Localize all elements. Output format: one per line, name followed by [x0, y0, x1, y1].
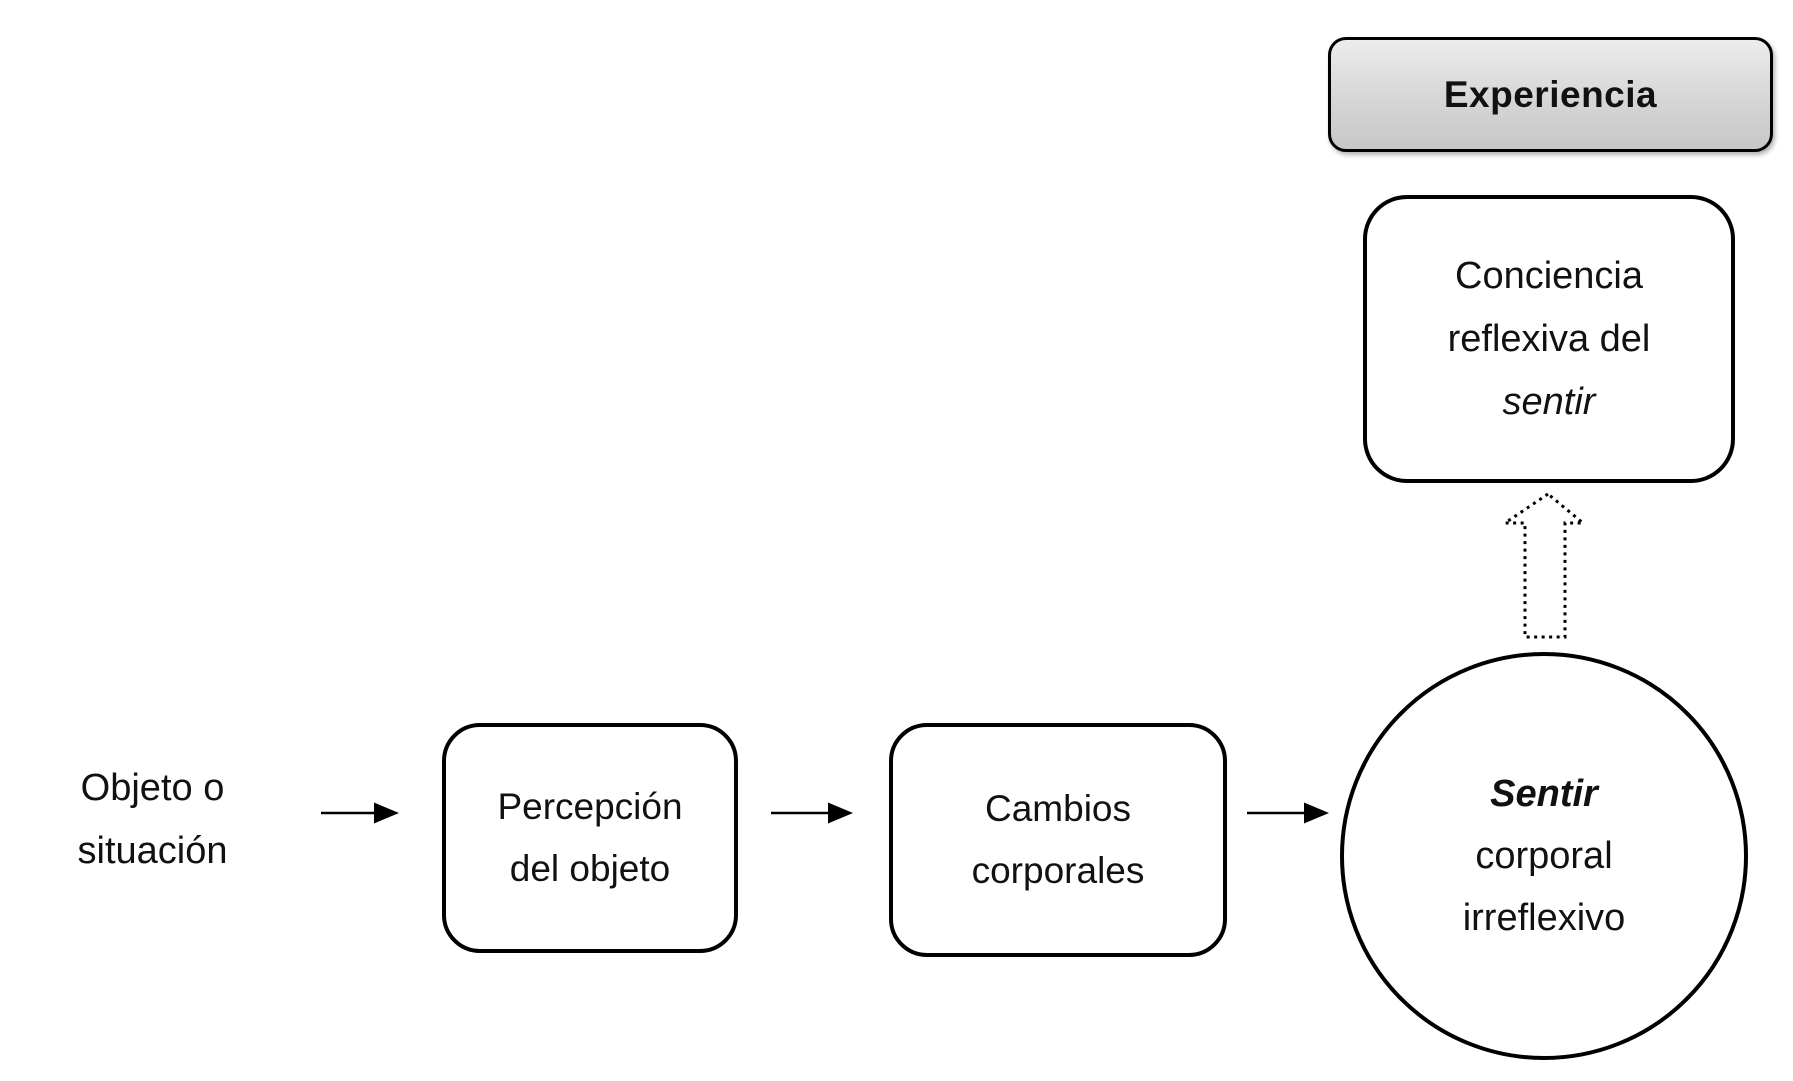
right-arrow-icon-percepcion-to-cambios [771, 802, 853, 824]
experiencia-label: Experiencia [1443, 73, 1658, 115]
right-arrow-icon-objeto-to-percepcion [321, 802, 399, 824]
objeto-situacion-label: Objeto o situación [30, 757, 275, 883]
percepcion-line-2: del objeto [509, 848, 671, 889]
conciencia-line-1: Conciencia [1455, 254, 1643, 297]
objeto-line-2: situación [77, 830, 228, 872]
cambios-line-1: Cambios [985, 788, 1131, 829]
sentir-circle: Sentir corporal irreflexivo [1340, 652, 1748, 1060]
sentir-line-2: corporal [1475, 835, 1613, 877]
right-arrow-icon-cambios-to-sentir [1247, 802, 1329, 824]
sentir-line-3: irreflexivo [1462, 897, 1626, 939]
conciencia-line-2: reflexiva del [1447, 317, 1651, 360]
cambios-line-2: corporales [971, 850, 1145, 891]
percepcion-box: Percepción del objeto [442, 723, 738, 953]
cambios-box: Cambios corporales [889, 723, 1227, 957]
conciencia-reflexiva-box: Conciencia reflexiva del sentir [1363, 195, 1735, 483]
dotted-up-block-arrow-icon [1500, 492, 1588, 639]
experiencia-box: Experiencia [1328, 37, 1773, 152]
percepcion-line-1: Percepción [497, 786, 683, 827]
objeto-line-1: Objeto o [80, 767, 225, 809]
sentir-emphasis-line: Sentir [1490, 773, 1598, 815]
conciencia-line-3-italic: sentir [1502, 380, 1596, 423]
